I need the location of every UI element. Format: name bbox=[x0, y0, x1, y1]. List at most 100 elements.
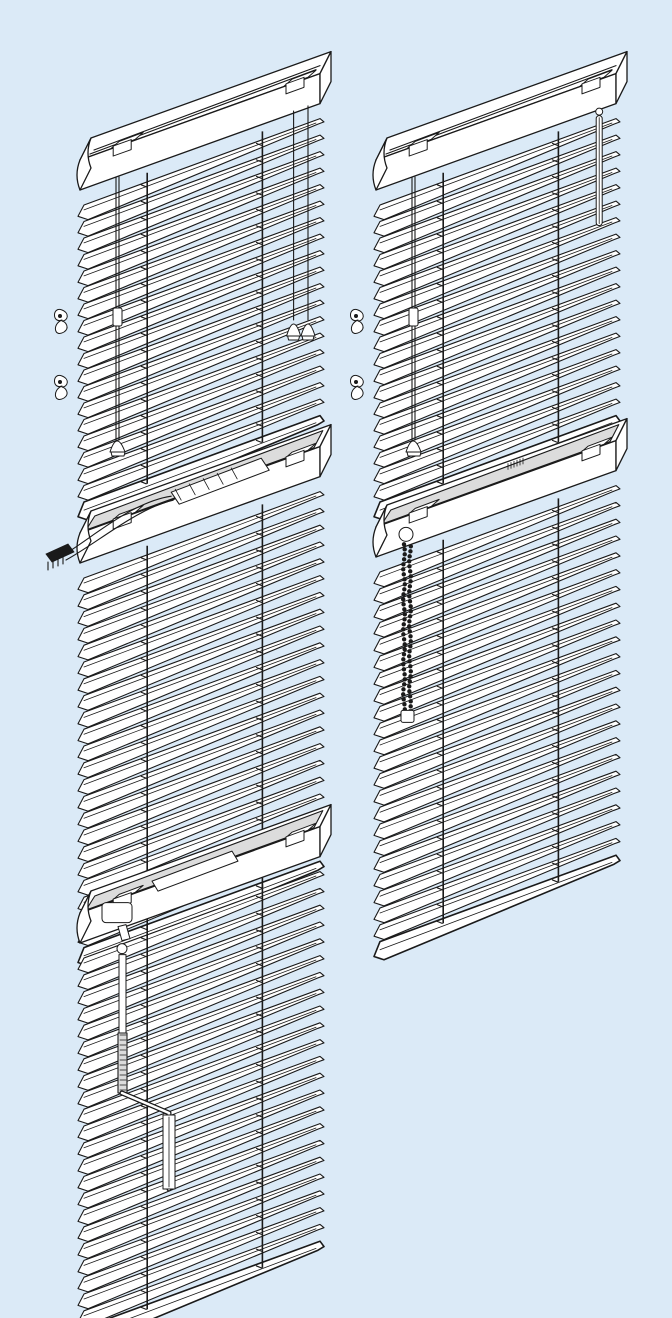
slat-crease bbox=[83, 1194, 317, 1283]
chain-bead bbox=[408, 639, 413, 644]
ladder-rung bbox=[140, 674, 147, 678]
slat-crease bbox=[83, 562, 317, 651]
ladder-rung bbox=[436, 349, 443, 353]
ladder-rung bbox=[140, 1172, 147, 1176]
chain-bead bbox=[402, 582, 407, 587]
ladder-rung bbox=[255, 633, 262, 637]
chain-bead bbox=[407, 679, 412, 684]
ladder-rung bbox=[140, 1138, 147, 1142]
ladder-rung bbox=[551, 560, 558, 564]
ladder-rung bbox=[551, 373, 558, 377]
ladder-rung bbox=[140, 809, 147, 813]
chain-wheel bbox=[398, 526, 414, 542]
slat-crease bbox=[83, 1211, 317, 1300]
slat-crease bbox=[83, 337, 317, 425]
ladder-rung bbox=[140, 937, 147, 941]
ladder-rung bbox=[551, 576, 558, 581]
ladder-rung bbox=[436, 316, 443, 320]
ladder-rung bbox=[436, 668, 443, 672]
end-cap-left bbox=[372, 504, 388, 558]
chain-bead bbox=[402, 682, 407, 687]
slat-crease bbox=[83, 512, 317, 601]
ladder-rung bbox=[436, 685, 443, 689]
wall-bracket bbox=[54, 374, 68, 400]
ladder-rung bbox=[255, 683, 262, 687]
ladder-rung bbox=[255, 1231, 262, 1235]
ladder-rung bbox=[140, 987, 147, 991]
ladder-rung bbox=[436, 820, 443, 824]
slat-crease bbox=[379, 573, 613, 662]
chain-bead bbox=[401, 557, 407, 562]
slat-crease bbox=[83, 221, 317, 310]
ladder-rung bbox=[140, 574, 147, 578]
chain-bead bbox=[407, 614, 413, 619]
chain-bead bbox=[407, 594, 412, 599]
ladder-rung bbox=[140, 842, 147, 846]
ladder-rung bbox=[436, 233, 443, 237]
crank-mechanism bbox=[101, 850, 239, 1192]
end-cap-right bbox=[615, 50, 628, 105]
ladder-rung bbox=[140, 1222, 147, 1226]
ladder-rung bbox=[140, 1155, 147, 1159]
ladder-rung bbox=[436, 184, 443, 188]
cord-tilt-blind bbox=[54, 50, 332, 521]
chain-bead bbox=[401, 597, 406, 602]
ladder-rung bbox=[551, 225, 558, 229]
chain-bead bbox=[402, 577, 407, 582]
ladder-rung bbox=[255, 1030, 262, 1034]
ladder-rung bbox=[436, 601, 443, 605]
ladder-rung bbox=[436, 431, 443, 435]
ladder-rung bbox=[140, 742, 147, 746]
ladder-rung bbox=[436, 920, 443, 924]
ladder-rung bbox=[255, 1063, 262, 1067]
slat-crease bbox=[379, 825, 613, 914]
chain-bead bbox=[401, 542, 407, 547]
ladder-rung bbox=[140, 1239, 147, 1243]
slat-crease bbox=[379, 353, 613, 442]
motor-ring bbox=[216, 472, 224, 485]
ladder-rung bbox=[436, 904, 443, 908]
ladder-rung bbox=[551, 543, 558, 547]
ladder-rung bbox=[436, 250, 443, 254]
ladder-rung bbox=[255, 142, 262, 146]
chain-bead bbox=[402, 617, 407, 622]
clip-tab bbox=[285, 76, 305, 95]
ladder-rung bbox=[140, 758, 147, 762]
ladder-rung bbox=[255, 1214, 262, 1219]
ladder-rung bbox=[436, 200, 443, 204]
ladder-rung bbox=[436, 887, 443, 891]
cord-mechanism bbox=[54, 105, 316, 457]
ladder-rung bbox=[255, 666, 262, 671]
chain-mechanism bbox=[398, 457, 524, 723]
slat-crease bbox=[83, 353, 317, 442]
ladder-rung bbox=[255, 979, 262, 983]
ladder-rung bbox=[551, 159, 558, 163]
ladder-rung bbox=[551, 192, 558, 196]
chain-bead bbox=[401, 632, 406, 637]
ladder-rung bbox=[140, 1290, 147, 1294]
ladder-rung bbox=[255, 241, 262, 245]
chain-bead bbox=[407, 599, 413, 604]
cord-acorn bbox=[300, 323, 316, 337]
ladder-rung bbox=[255, 1130, 262, 1135]
ladder-rung bbox=[255, 717, 262, 721]
ladder-rung bbox=[140, 1122, 147, 1126]
slat-crease bbox=[379, 188, 613, 277]
chain-bead bbox=[401, 667, 407, 672]
chain-bead bbox=[408, 699, 413, 704]
slat-crease bbox=[379, 287, 613, 376]
bracket-screw bbox=[353, 313, 358, 318]
ladder-cords bbox=[436, 131, 560, 485]
chain-bead bbox=[402, 552, 407, 557]
ladder-rung bbox=[436, 217, 443, 221]
ladder-rung bbox=[140, 926, 147, 930]
chain-bead bbox=[401, 627, 406, 632]
ladder-rung bbox=[255, 912, 262, 916]
ladder-rung bbox=[436, 618, 443, 622]
slat-crease bbox=[83, 714, 317, 802]
slat-crease bbox=[83, 596, 317, 685]
slat-crease bbox=[83, 1094, 317, 1182]
slat-crease bbox=[379, 139, 613, 227]
ladder-rung bbox=[255, 357, 262, 361]
slat-crease bbox=[379, 590, 613, 679]
